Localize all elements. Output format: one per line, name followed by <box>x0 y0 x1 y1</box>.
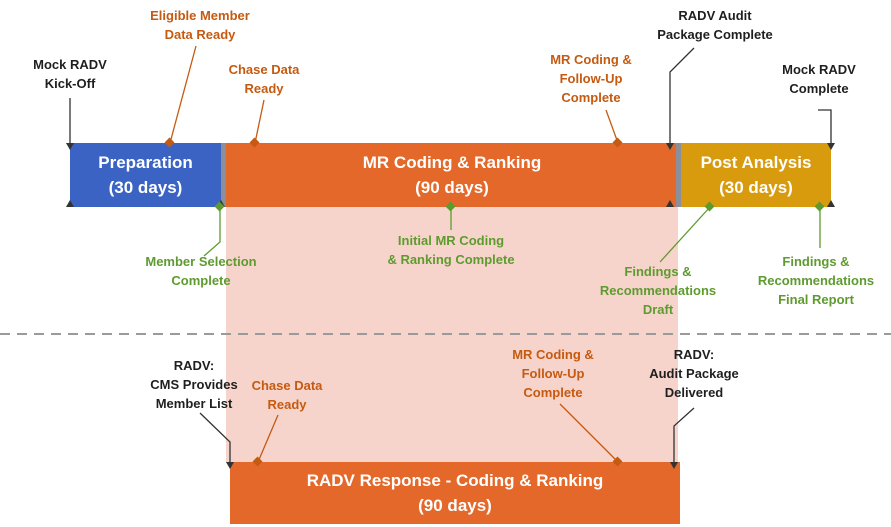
connector-member-list <box>199 412 231 462</box>
audit-package-arrow <box>666 143 674 150</box>
milestone-kickoff-label: Mock RADV Kick-Off <box>33 57 107 91</box>
connector-member-selection <box>203 207 221 257</box>
connector-chase-top <box>254 99 265 144</box>
findings-draft-marker <box>704 201 715 212</box>
post-end-marker <box>827 200 835 207</box>
radv-member-list-label: RADV: CMS Provides Member List <box>150 358 238 411</box>
phase-bar-post-analysis: Post Analysis (30 days) <box>681 143 831 207</box>
connector-chase-radv <box>257 414 279 463</box>
milestone-eligible-label: Eligible Member Data Ready <box>150 8 250 42</box>
phase-preparation-title: Preparation <box>98 153 193 172</box>
member-list-arrow <box>226 462 234 469</box>
connector-followup-radv <box>559 403 619 463</box>
milestone-followup-label: MR Coding & Follow-Up Complete <box>550 52 632 105</box>
phase-radv-title: RADV Response - Coding & Ranking <box>306 471 604 490</box>
phase-coding-duration: (90 days) <box>415 178 489 197</box>
connector-followup-top <box>605 109 619 144</box>
milestone-audit-package-label: RADV Audit Package Complete <box>657 8 773 42</box>
phase-post-title: Post Analysis <box>700 153 812 172</box>
phase-coding-title: MR Coding & Ranking <box>362 153 542 172</box>
chase-radv-marker <box>252 456 263 467</box>
milestone-findings-final-label: Findings & Recommendations Final Report <box>757 254 875 307</box>
initial-coding-marker <box>445 201 456 212</box>
delivered-arrow <box>670 462 678 469</box>
connector-findings-draft <box>659 206 711 263</box>
followup-radv-marker <box>612 456 623 467</box>
coding-end-marker <box>666 200 674 207</box>
milestone-findings-draft-label: Findings & Recommendations Draft <box>599 264 717 317</box>
chase-top-marker <box>249 137 260 148</box>
kickoff-arrow <box>66 143 74 150</box>
member-selection-marker <box>214 201 225 212</box>
milestone-mock-complete-label: Mock RADV Complete <box>782 62 856 96</box>
phase-divider-1 <box>221 143 226 207</box>
connector-eligible <box>169 45 197 144</box>
findings-final-marker <box>814 201 825 212</box>
connector-delivered <box>673 407 695 462</box>
phase-bar-preparation: Preparation (30 days) <box>70 143 221 207</box>
milestone-member-selection-label: Member Selection Complete <box>145 254 257 288</box>
phase-divider-2 <box>676 143 681 207</box>
prep-start-marker <box>66 200 74 207</box>
phase-bar-radv-response: RADV Response - Coding & Ranking (90 day… <box>230 462 680 524</box>
followup-top-marker <box>612 137 623 148</box>
eligible-marker <box>164 137 175 148</box>
milestone-chase-label: Chase Data Ready <box>228 62 300 96</box>
radv-chase-label: Chase Data Ready <box>251 378 323 412</box>
connector-mock-complete <box>818 109 832 143</box>
connector-audit-package <box>669 47 695 143</box>
mock-complete-arrow <box>827 143 835 150</box>
phase-radv-duration: (90 days) <box>418 496 492 515</box>
radv-followup-label: MR Coding & Follow-Up Complete <box>512 347 594 400</box>
phase-bar-coding: MR Coding & Ranking (90 days) <box>226 143 678 207</box>
phase-post-duration: (30 days) <box>719 178 793 197</box>
radv-delivered-label: RADV: Audit Package Delivered <box>649 347 739 400</box>
phase-preparation-duration: (30 days) <box>108 178 183 197</box>
milestone-initial-coding-label: Initial MR Coding & Ranking Complete <box>387 233 515 267</box>
